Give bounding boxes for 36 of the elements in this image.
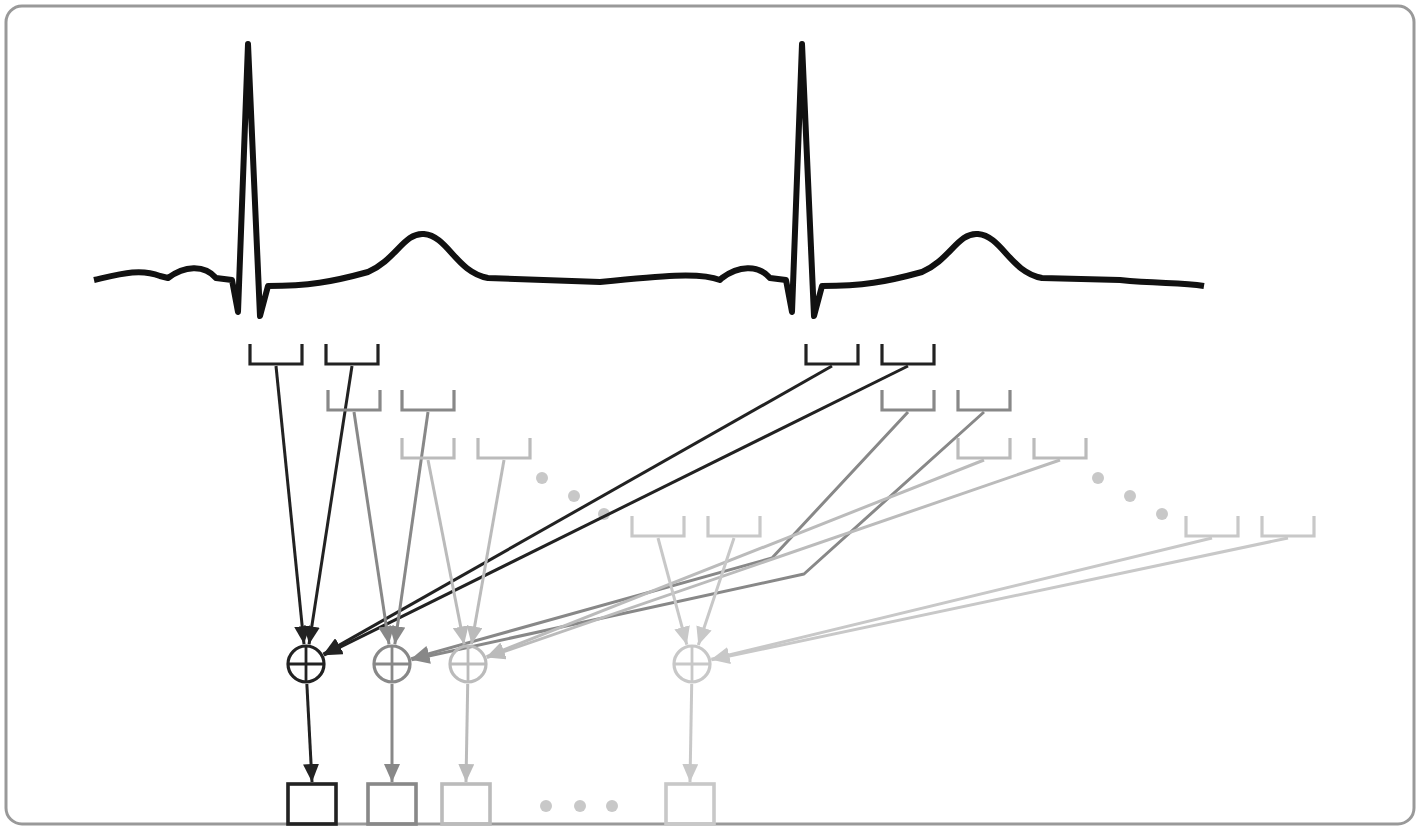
arrow bbox=[682, 683, 699, 783]
sum-circle bbox=[672, 644, 712, 684]
arrow bbox=[352, 411, 395, 645]
arrow bbox=[303, 683, 320, 783]
output-box bbox=[664, 782, 716, 826]
window-bracket bbox=[1184, 516, 1240, 538]
window-bracket bbox=[956, 390, 1012, 412]
window-bracket bbox=[630, 516, 686, 538]
output-box bbox=[286, 782, 338, 826]
arrow bbox=[389, 411, 430, 645]
output-box bbox=[366, 782, 418, 826]
window-bracket bbox=[804, 344, 860, 366]
arrow bbox=[466, 459, 506, 645]
window-bracket bbox=[476, 438, 532, 460]
window-bracket bbox=[400, 438, 456, 460]
arrow bbox=[696, 537, 736, 646]
window-bracket bbox=[706, 516, 762, 538]
window-bracket bbox=[248, 344, 304, 366]
window-bracket bbox=[1260, 516, 1316, 538]
arrow bbox=[458, 683, 475, 783]
window-bracket bbox=[326, 390, 382, 412]
arrow bbox=[426, 459, 469, 645]
sum-circle bbox=[372, 644, 412, 684]
arrow bbox=[274, 365, 311, 645]
window-bracket bbox=[400, 390, 456, 412]
sum-circle bbox=[448, 644, 488, 684]
window-bracket bbox=[1032, 438, 1088, 460]
window-bracket bbox=[324, 344, 380, 366]
sum-circle bbox=[286, 644, 326, 684]
arrow bbox=[384, 684, 400, 782]
arrow bbox=[303, 365, 354, 645]
window-bracket bbox=[880, 390, 936, 412]
window-bracket bbox=[880, 344, 936, 366]
arrow bbox=[656, 537, 690, 646]
output-box bbox=[440, 782, 492, 826]
window-bracket bbox=[956, 438, 1012, 460]
